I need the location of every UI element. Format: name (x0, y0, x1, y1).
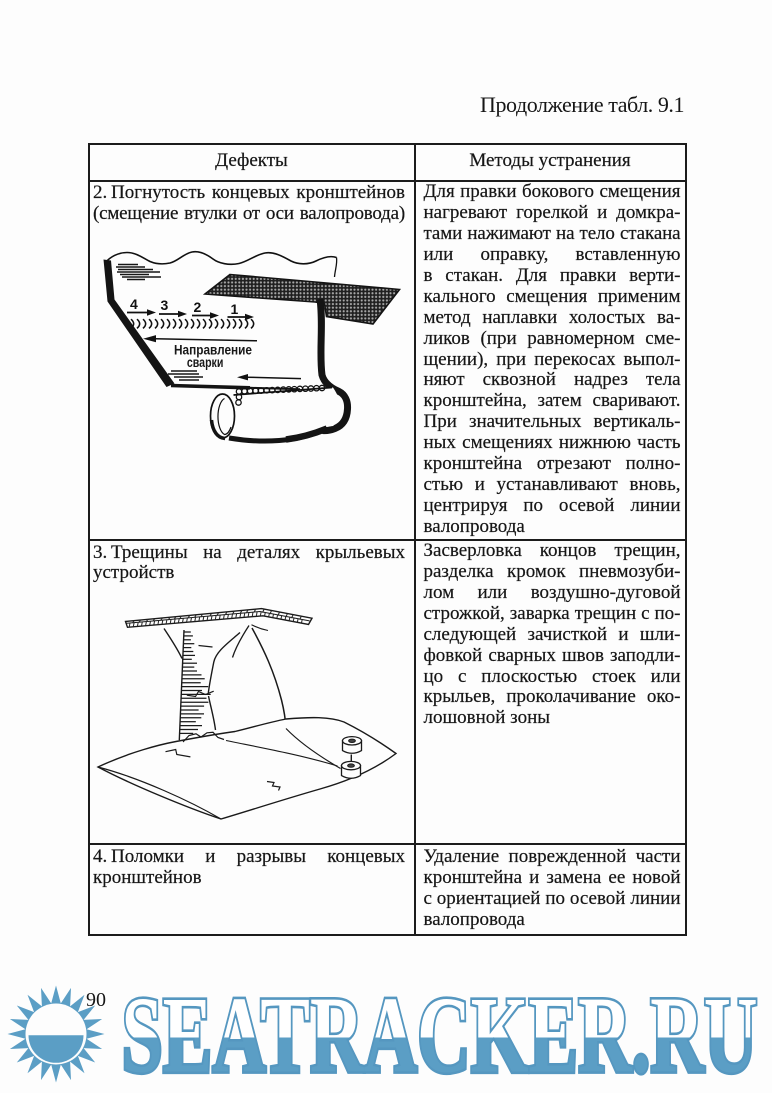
svg-text:Направление: Направление (174, 343, 252, 358)
svg-text:сварки: сварки (187, 355, 224, 370)
svg-text:3: 3 (161, 297, 169, 313)
svg-text:1: 1 (231, 301, 239, 317)
svg-text:4: 4 (130, 296, 138, 312)
svg-text:SEATRACKER.RU: SEATRACKER.RU (122, 975, 758, 1093)
svg-text:2: 2 (194, 299, 202, 315)
